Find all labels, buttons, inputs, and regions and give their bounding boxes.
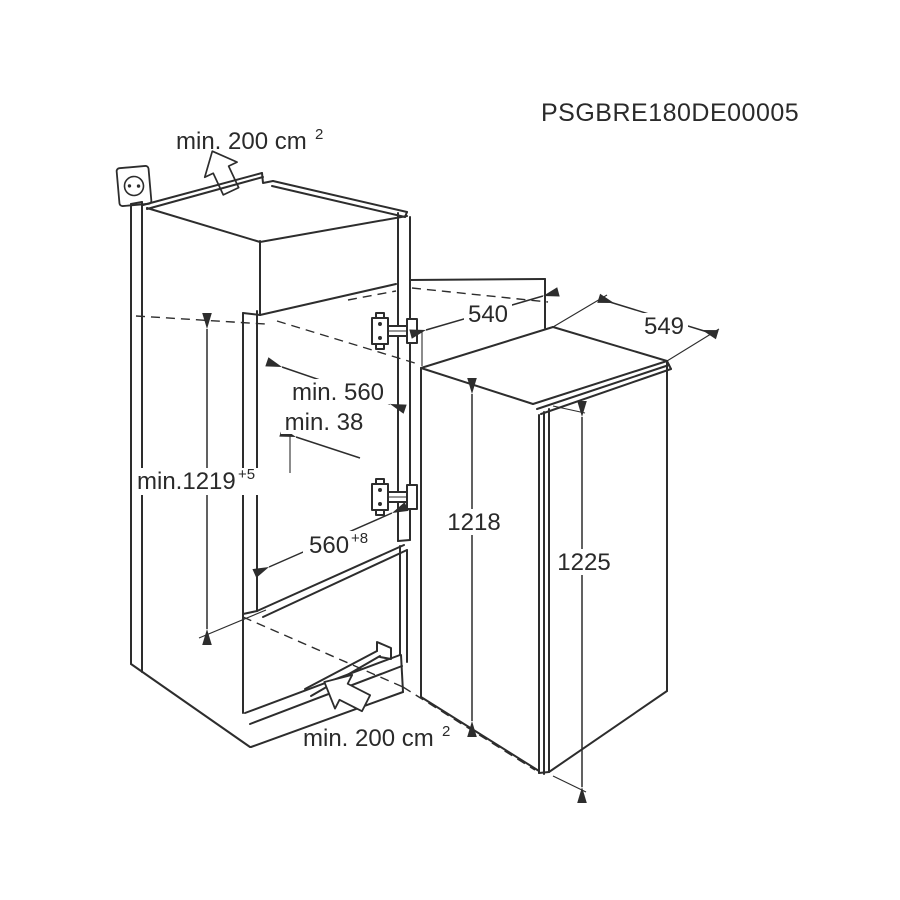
bottom-hinge-icon (371, 478, 418, 516)
niche-depth-label: min. 560 (292, 379, 384, 406)
top-vent-label: min. 200 cm (176, 128, 307, 155)
appliance-height-label: 1218 (447, 509, 500, 536)
dim-niche-depth: min. 560 (265, 357, 407, 414)
niche-height-tolerance: +5 (238, 466, 255, 483)
hidden-projection-lines (135, 287, 549, 771)
door-panel-edge (397, 212, 546, 542)
dim-niche-height: min.1219 +5 (134, 313, 267, 645)
plinth-and-vent (244, 545, 408, 748)
door-width-label: 540 (468, 301, 508, 328)
airflow-bottom-arrow-icon (314, 664, 376, 721)
socket-outlet-circle (123, 175, 145, 197)
dim-appliance-depth: 549 (552, 293, 720, 362)
dim-niche-width: 560 +8 (252, 502, 409, 578)
niche-opening (242, 310, 408, 714)
niche-width-label: 560 (309, 532, 349, 559)
appliance-depth-label: 549 (644, 313, 684, 340)
power-socket-icon (115, 165, 153, 207)
rear-wall-panel (130, 201, 251, 748)
vent-slot (304, 650, 378, 690)
bottom-vent-sup: 2 (442, 723, 450, 740)
dim-door-width: 540 (409, 287, 560, 366)
niche-width-tolerance: +8 (351, 530, 368, 547)
door-height-label: 1225 (557, 549, 610, 576)
top-vent-callout: min. 200 cm 2 (176, 126, 323, 155)
page-title: PSGBRE180DE00005 (541, 99, 799, 127)
bottom-vent-label: min. 200 cm (303, 725, 434, 752)
hinge-gap-label: min. 38 (285, 409, 364, 436)
top-vent-sup: 2 (315, 126, 323, 143)
niche-height-label: min.1219 (137, 468, 236, 495)
dim-door-height: 1225 (552, 401, 614, 803)
appliance-body (420, 326, 672, 775)
bottom-vent-callout: min. 200 cm 2 (303, 723, 450, 752)
cabinet-top-box (142, 172, 408, 316)
dim-appliance-height: 1218 (444, 378, 504, 737)
dim-hinge-gap: min. 38 (279, 409, 369, 473)
